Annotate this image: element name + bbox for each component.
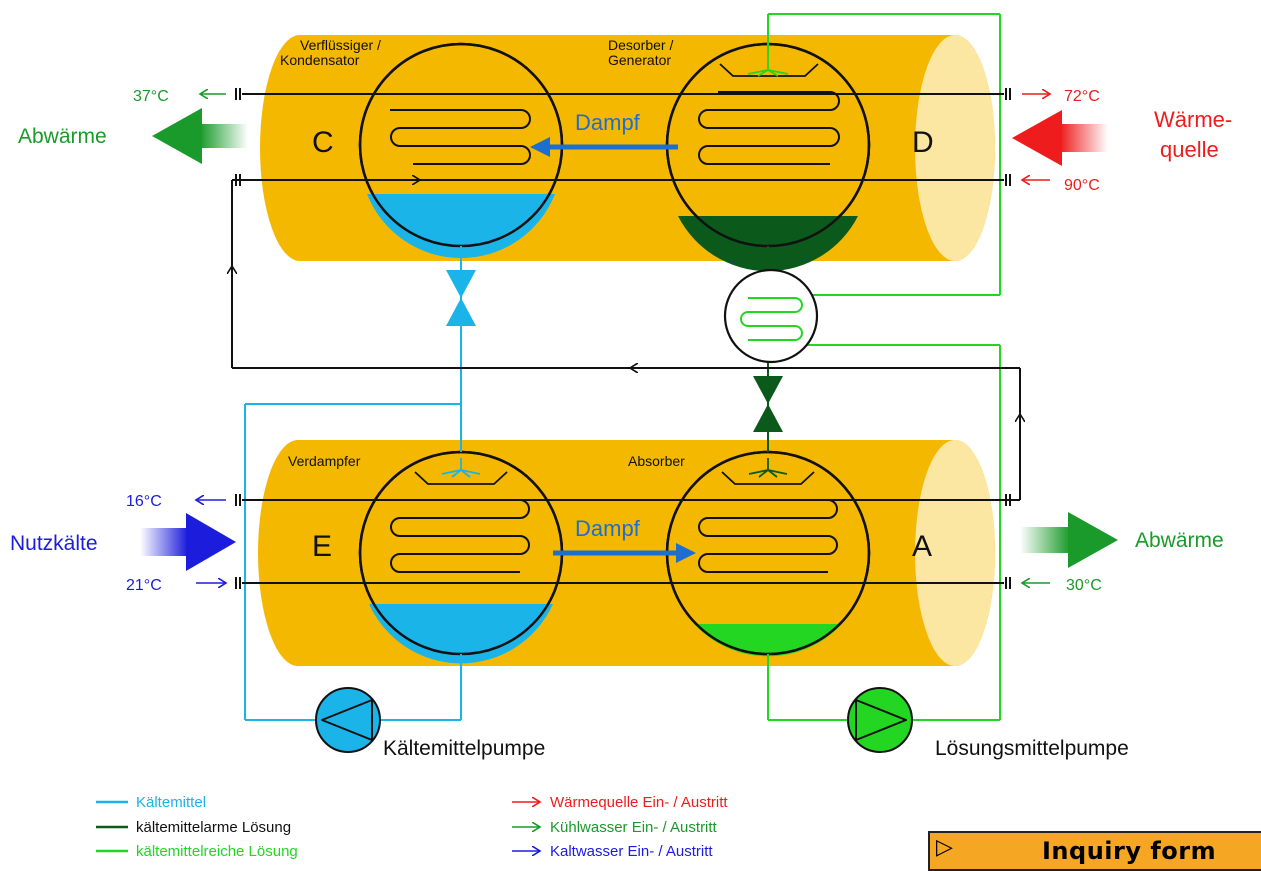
heat-source-label-line2: quelle (1160, 137, 1219, 162)
bottom-vessel: Dampf E A Verdampfer Absorber (258, 440, 995, 666)
legend-refrigerant: Kältemittel (136, 794, 206, 811)
temp-16: 16°C (126, 493, 162, 510)
absorber-letter: A (912, 530, 932, 563)
condenser-label-line2: Kondensator (280, 52, 360, 68)
heat-rejection-top-arrow (152, 108, 248, 164)
generator-liquid (678, 216, 858, 272)
inquiry-form-label: Inquiry form (1042, 837, 1217, 865)
heat-source-label-line1: Wärme- (1154, 107, 1232, 132)
temp-37: 37°C (133, 88, 169, 105)
generator-coil (698, 91, 840, 165)
pipe-connectors (235, 88, 1011, 589)
temp-90: 90°C (1064, 177, 1100, 194)
temp-30: 30°C (1066, 577, 1102, 594)
legend-cooling-water: Kühlwasser Ein- / Austritt (550, 819, 718, 836)
condenser-label: Verflüssiger / Kondensator (280, 37, 385, 68)
bottom-vessel-end-cap (915, 440, 995, 666)
heat-rejection-top-label: Abwärme (18, 125, 107, 148)
absorber-coil (698, 499, 838, 573)
solution-pump-icon (847, 687, 913, 753)
top-vessel-end-cap (915, 35, 995, 261)
solution-pump-label: Lösungsmittelpumpe (935, 737, 1129, 760)
legend-chilled-water: Kaltwasser Ein- / Austritt (550, 843, 713, 859)
temp-21: 21°C (126, 577, 162, 594)
legend-weak-solution: kältemittelarme Lösung (136, 819, 291, 836)
generator-letter: D (912, 126, 934, 159)
heat-source-arrow (1012, 110, 1108, 166)
evaporator-letter: E (312, 530, 332, 563)
solution-throttle-valve (753, 376, 783, 432)
legend-left: Kältemittel kältemittelarme Lösung kälte… (96, 794, 298, 859)
useful-cooling-arrow (140, 513, 236, 571)
legend-heat-source: Wärmequelle Ein- / Austritt (550, 794, 728, 811)
strong-solution-line (767, 13, 1001, 721)
bottom-vapor-label: Dampf (575, 516, 641, 541)
top-vessel: Dampf C D Verflüssiger / Kondensator Des… (260, 35, 995, 272)
condenser-liquid (367, 194, 555, 259)
refrigerant-throttle-valve (446, 270, 476, 326)
evaporator-coil (390, 499, 530, 573)
generator-label-line1: Desorber / (608, 37, 673, 53)
generator-label-line2: Generator (608, 52, 671, 68)
temp-72: 72°C (1064, 88, 1100, 105)
evaporator-liquid (369, 604, 553, 664)
evaporator-label: Verdampfer (288, 453, 361, 469)
solution-heat-exchanger (723, 268, 819, 364)
top-vapor-label: Dampf (575, 110, 641, 135)
evaporator-sprayer (414, 471, 508, 485)
legend-right: Wärmequelle Ein- / Austritt Kühlwasser E… (512, 794, 728, 859)
refrigerant-pump-icon (315, 687, 381, 753)
absorber-label: Absorber (628, 453, 685, 469)
pointer-icon: ▷ (936, 835, 953, 860)
condenser-coil (390, 109, 531, 165)
condenser-label-line1: Verflüssiger / (300, 37, 381, 53)
inquiry-form-button[interactable]: ▷ Inquiry form (928, 831, 1261, 871)
useful-cooling-label: Nutzkälte (10, 532, 98, 555)
refrigerant-pump-label: Kältemittelpumpe (383, 737, 545, 760)
heat-rejection-bottom-arrow (1020, 512, 1118, 568)
generator-label: Desorber / Generator (608, 37, 677, 68)
absorber-sprayer (721, 471, 815, 485)
legend-strong-solution: kältemittelreiche Lösung (136, 843, 298, 859)
condenser-letter: C (312, 126, 334, 159)
cooling-water-circuit (232, 93, 1020, 584)
generator-sprayer (719, 63, 819, 77)
heat-rejection-bottom-label: Abwärme (1135, 529, 1224, 552)
